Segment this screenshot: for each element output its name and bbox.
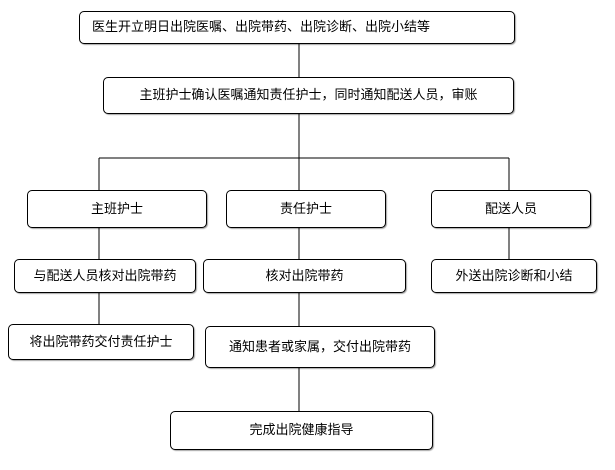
step-handover-to-nurse: 将出院带药交付责任护士 [8, 324, 194, 360]
step-check-with-delivery: 与配送人员核对出院带药 [14, 259, 196, 293]
step-health-guidance-label: 完成出院健康指导 [249, 423, 354, 438]
step-deliver-summary-label: 外送出院诊断和小结 [455, 268, 573, 284]
role-delivery-staff-label: 配送人员 [484, 201, 537, 217]
step-doctor-orders-label: 医生开立明日出院医嘱、出院带药、出院诊断、出院小结等 [92, 20, 431, 35]
role-responsible-nurse: 责任护士 [226, 190, 386, 228]
step-doctor-orders: 医生开立明日出院医嘱、出院带药、出院诊断、出院小结等 [79, 11, 515, 44]
step-check-with-delivery-label: 与配送人员核对出院带药 [33, 268, 177, 284]
step-notify-family-label: 通知患者或家属，交付出院带药 [228, 339, 411, 355]
step-check-medication: 核对出院带药 [203, 259, 406, 293]
step-confirm-orders-label: 主班护士确认医嘱通知责任护士，同时通知配送人员，审账 [139, 88, 478, 103]
role-main-nurse-label: 主班护士 [90, 201, 143, 217]
step-handover-to-nurse-label: 将出院带药交付责任护士 [29, 334, 173, 350]
step-notify-family: 通知患者或家属，交付出院带药 [205, 326, 435, 368]
role-main-nurse: 主班护士 [27, 190, 207, 228]
step-deliver-summary: 外送出院诊断和小结 [431, 259, 597, 293]
step-check-medication-label: 核对出院带药 [265, 268, 344, 284]
role-responsible-nurse-label: 责任护士 [279, 201, 332, 217]
role-delivery-staff: 配送人员 [431, 190, 591, 228]
step-health-guidance: 完成出院健康指导 [170, 411, 433, 450]
step-confirm-orders: 主班护士确认医嘱通知责任护士，同时通知配送人员，审账 [103, 77, 514, 114]
